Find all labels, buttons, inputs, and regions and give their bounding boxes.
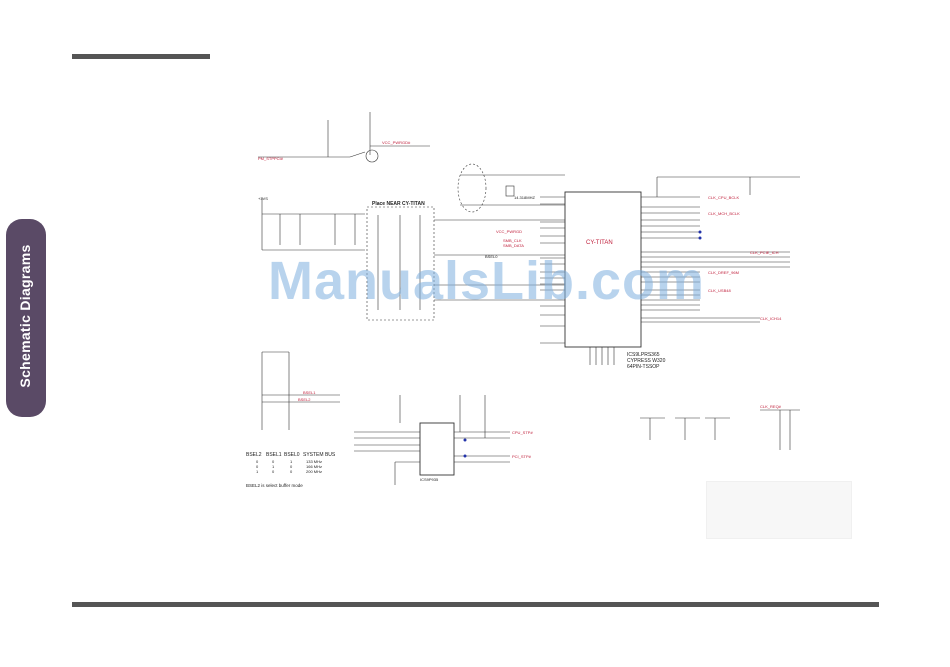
bsel-header-3: SYSTEM BUS [303, 452, 336, 458]
chip-part: ICS9LPRS365 [627, 352, 660, 358]
bsel-cell: 0 [290, 464, 293, 469]
side-tab [6, 219, 46, 417]
net-cpu-stp: CPU_STP# [512, 430, 533, 435]
bsel-cell: 1 [272, 464, 275, 469]
net-cpu-clk1: CLK_MCH_BCLK [708, 211, 740, 216]
bsel-cell: 0 [290, 469, 293, 474]
net-stop: PM_STPPCI# [258, 156, 284, 161]
bsel-table: BSEL2 BSEL1 BSEL0 SYSTEM BUS 0 0 1 133 M… [246, 452, 336, 488]
bsel-cell: 0 [272, 469, 275, 474]
net-vcc-sw: VCC_PWRGD# [382, 140, 411, 145]
bsel-header-0: BSEL2 [246, 452, 262, 458]
bsel-cell: 166 MHz [306, 464, 322, 469]
place-near-label: Place NEAR CY-TITAN [372, 201, 425, 207]
bsel-header-2: BSEL0 [284, 452, 300, 458]
bsel-cell: 0 [256, 464, 259, 469]
net-dot96: CLK_DREF_96M [708, 270, 739, 275]
net-pcie-clk: CLK_PCIE_ICH [750, 250, 779, 255]
net-usb48: CLK_USB48 [708, 288, 731, 293]
bsel-cell: 0 [272, 459, 275, 464]
net-smb-clk: SMB_CLK [503, 238, 522, 243]
net-clk-pwrgd: VCC_PWRGD [496, 229, 522, 234]
buffer-ic-name: ICS9P935 [420, 477, 439, 482]
chip-name: CY-TITAN [586, 240, 613, 246]
net-xtal: 14.318MHZ [514, 195, 535, 200]
bsel-cell: 200 MHz [306, 469, 322, 474]
blank-panel [706, 481, 852, 539]
net-ich14: CLK_ICH14 [760, 316, 782, 321]
net-vdd-3v: +3VS [258, 196, 268, 201]
junction-dots [463, 230, 702, 458]
chip-package: 64PIN-TSSOP [627, 364, 660, 370]
net-clk-req: CLK_REQ# [760, 404, 782, 409]
bottom-rule [72, 602, 879, 607]
net-pci-stp: PCI_STP# [512, 454, 532, 459]
bsel-cell: 0 [256, 459, 259, 464]
bsel-cell: 133 MHz [306, 459, 322, 464]
top-rule [72, 54, 210, 59]
net-cpu-clk0: CLK_CPU_BCLK [708, 195, 739, 200]
bsel-cell: 1 [256, 469, 259, 474]
net-bsel0: BSEL0 [485, 254, 498, 259]
net-bsel2: BSEL2 [298, 397, 311, 402]
bsel-note: BSEL2 is select buffer mode [246, 483, 303, 488]
net-smb-data: SMB_DATA [503, 243, 524, 248]
bsel-header-1: BSEL1 [266, 452, 282, 458]
chip-vendor: CYPRESS W320 [627, 358, 666, 364]
bsel-cell: 1 [290, 459, 293, 464]
watermark: ManualsLib.com [268, 251, 706, 311]
net-bsel1: BSEL1 [303, 390, 316, 395]
wires [258, 112, 800, 485]
